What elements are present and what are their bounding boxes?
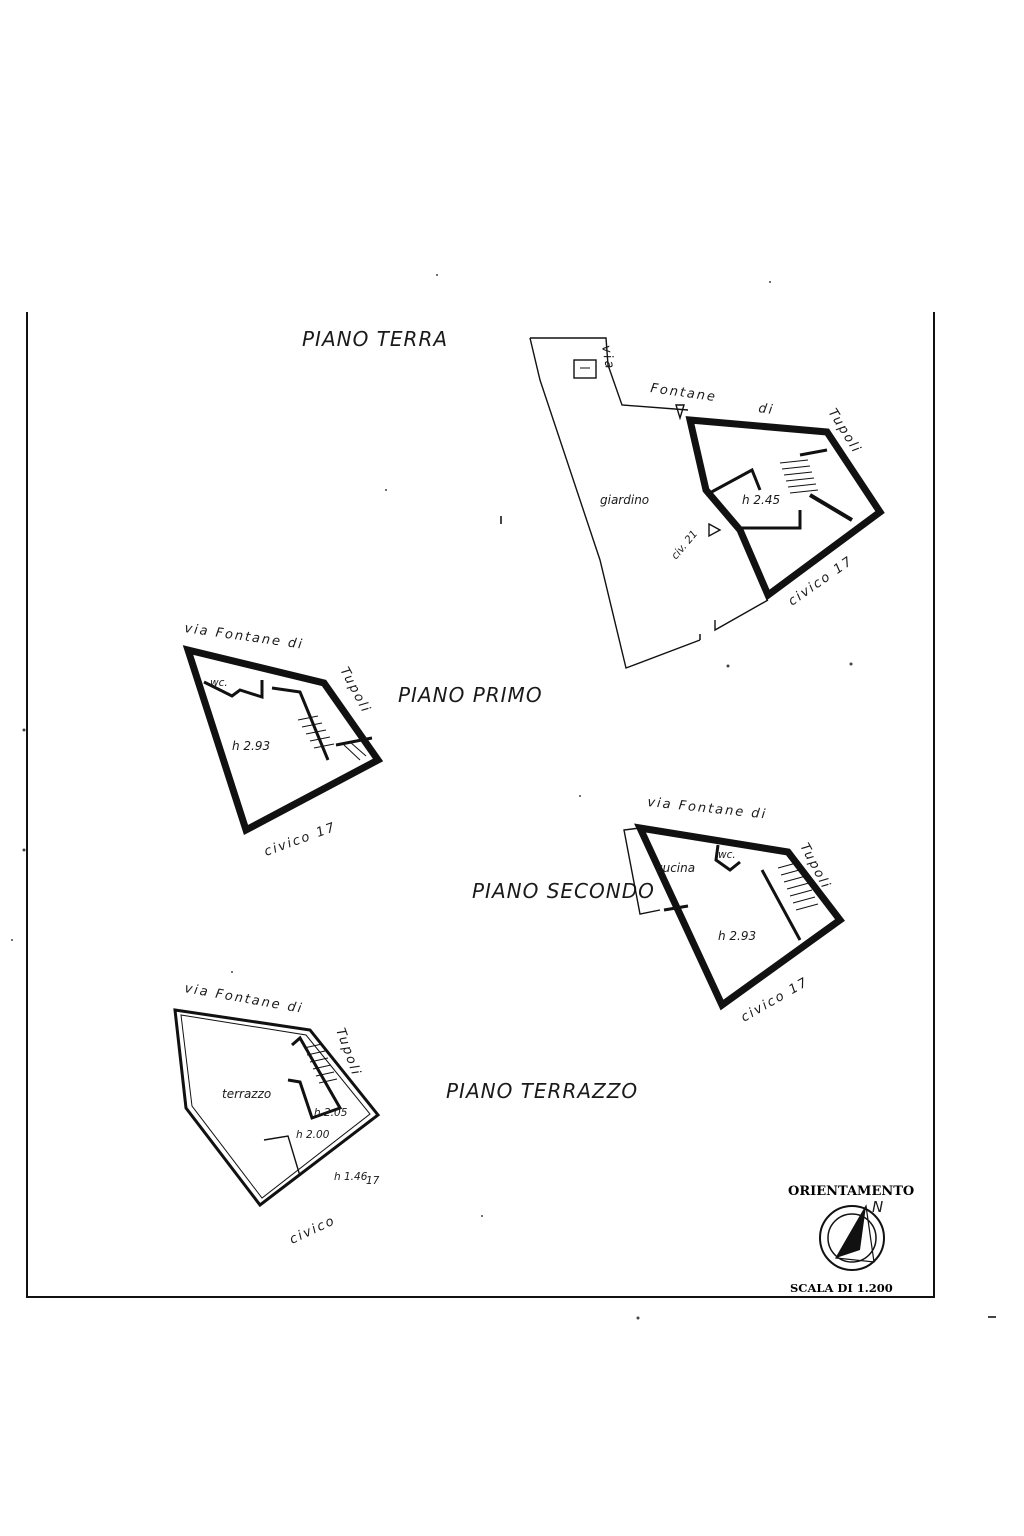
civico-label: civico 17	[262, 820, 338, 860]
room-label-giardino: giardino	[600, 493, 649, 507]
civico-label: civico 17	[786, 553, 857, 609]
street-label-fontane: Fontane	[649, 381, 717, 405]
title-piano-terra: PIANO TERRA	[302, 327, 448, 351]
scale-label: SCALA DI 1.200	[790, 1281, 893, 1295]
height-label: h 2.93	[718, 929, 756, 943]
well-icon	[573, 359, 597, 379]
garden-boundary	[530, 337, 689, 411]
title-piano-secondo: PIANO SECONDO	[472, 879, 655, 903]
terrazzo-parapet	[173, 1008, 381, 1208]
room-label-terrazzo: terrazzo	[222, 1087, 271, 1101]
north-arrow-icon	[819, 1204, 885, 1271]
street-label-di: di	[757, 401, 775, 418]
terra-building-walls	[685, 416, 885, 601]
entrance-arrow-icon	[675, 404, 685, 421]
scan-noise	[11, 274, 996, 1320]
height-label-c: h 1.46	[334, 1171, 368, 1183]
street-label-tupoli: Tupoli	[332, 1026, 363, 1078]
street-label: via Fontane di	[183, 621, 304, 653]
sheet-frame	[26, 312, 935, 1298]
secondo-stairs	[777, 861, 819, 911]
street-label: via Fontane di	[647, 795, 768, 823]
height-label-b: h 2.00	[296, 1129, 330, 1141]
secondo-building-walls	[634, 823, 845, 1011]
primo-stairs	[297, 715, 367, 761]
civic-entrance-label: civ. 21	[669, 528, 700, 562]
title-piano-terrazzo: PIANO TERRAZZO	[446, 1079, 638, 1103]
primo-building-walls	[182, 645, 384, 836]
balcony-outline	[623, 827, 661, 915]
north-label: N	[872, 1198, 883, 1216]
orientamento-label: ORIENTAMENTO	[788, 1184, 914, 1199]
civico-label: civico	[287, 1213, 338, 1247]
title-piano-primo: PIANO PRIMO	[398, 683, 543, 707]
terra-stairs	[779, 459, 819, 494]
terrazzo-stairs	[303, 1043, 338, 1084]
plan-piano-secondo: via Fontane di Tupoli PIANO SECONDO cuci…	[472, 795, 845, 1025]
plan-piano-terrazzo: via Fontane di Tupoli terrazzo h 2.05 h …	[173, 981, 638, 1248]
room-label-wc: wc.	[210, 677, 228, 689]
street-label-via: via	[598, 344, 617, 372]
room-label-wc: wc.	[718, 849, 736, 861]
height-label-a: h 2.05	[314, 1107, 348, 1119]
room-label-cucina: cucina	[656, 861, 695, 875]
orientation-compass: ORIENTAMENTO N SCALA DI 1.200	[788, 1184, 914, 1295]
height-label: h 2.45	[742, 493, 780, 507]
plan-piano-primo: via Fontane di Tupoli wc. h 2.93 civico …	[182, 621, 543, 860]
garden-boundary-left	[529, 337, 701, 669]
plan-piano-terra: PIANO TERRA via Fontane di Tupoli	[302, 327, 885, 669]
entrance-arrow-icon	[708, 522, 722, 538]
street-label: via Fontane di	[183, 981, 304, 1017]
height-label: h 2.93	[232, 739, 270, 753]
civico-number: 17	[366, 1175, 380, 1187]
